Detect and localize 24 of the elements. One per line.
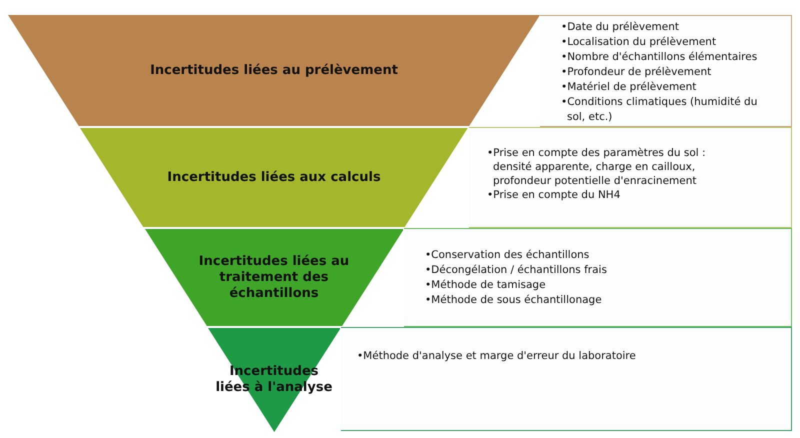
list-item: •Méthode d'analyse et marge d'erreur du laboratoire bbox=[356, 348, 637, 364]
funnel-level bbox=[80, 128, 468, 227]
list-item: •Conservation des échantillons bbox=[424, 248, 590, 262]
funnel-level bbox=[144, 229, 404, 326]
list-item: •Conditions climatiques (humidité du sol, etc.) bbox=[561, 94, 758, 124]
funnel-level bbox=[8, 15, 540, 126]
list-item: •Méthode de tamisage bbox=[424, 278, 547, 292]
list-item: •Profondeur de prélèvement bbox=[561, 64, 712, 80]
list-item: •Prise en compte du NH4 bbox=[486, 188, 622, 202]
detail-panel bbox=[468, 127, 792, 228]
level-title: Incertitudes liées au prélèvement bbox=[150, 62, 398, 78]
level-title: Incertitudes liées aux calculs bbox=[167, 170, 381, 186]
list-item: •Matériel de prélèvement bbox=[561, 80, 698, 94]
list-item: •Méthode de sous échantillonage bbox=[424, 292, 603, 308]
list-item: •Date du prélèvement bbox=[561, 20, 680, 34]
funnel-level bbox=[208, 328, 340, 432]
detail-panel bbox=[340, 327, 792, 431]
list-item: •Nombre d'échantillons élémentaires bbox=[561, 50, 758, 64]
list-item: •Décongélation / échantillons frais bbox=[424, 262, 608, 278]
detail-panel bbox=[540, 15, 792, 127]
detail-panel bbox=[404, 228, 792, 327]
level-title: Incertitudes liées au traitement des échantillons bbox=[198, 254, 350, 302]
list-item: •Localisation du prélèvement bbox=[561, 34, 718, 50]
list-item: •Prise en compte des paramètres du sol : densité apparente, charge en cailloux, profondeur potentielle d'enracinement bbox=[486, 146, 707, 188]
